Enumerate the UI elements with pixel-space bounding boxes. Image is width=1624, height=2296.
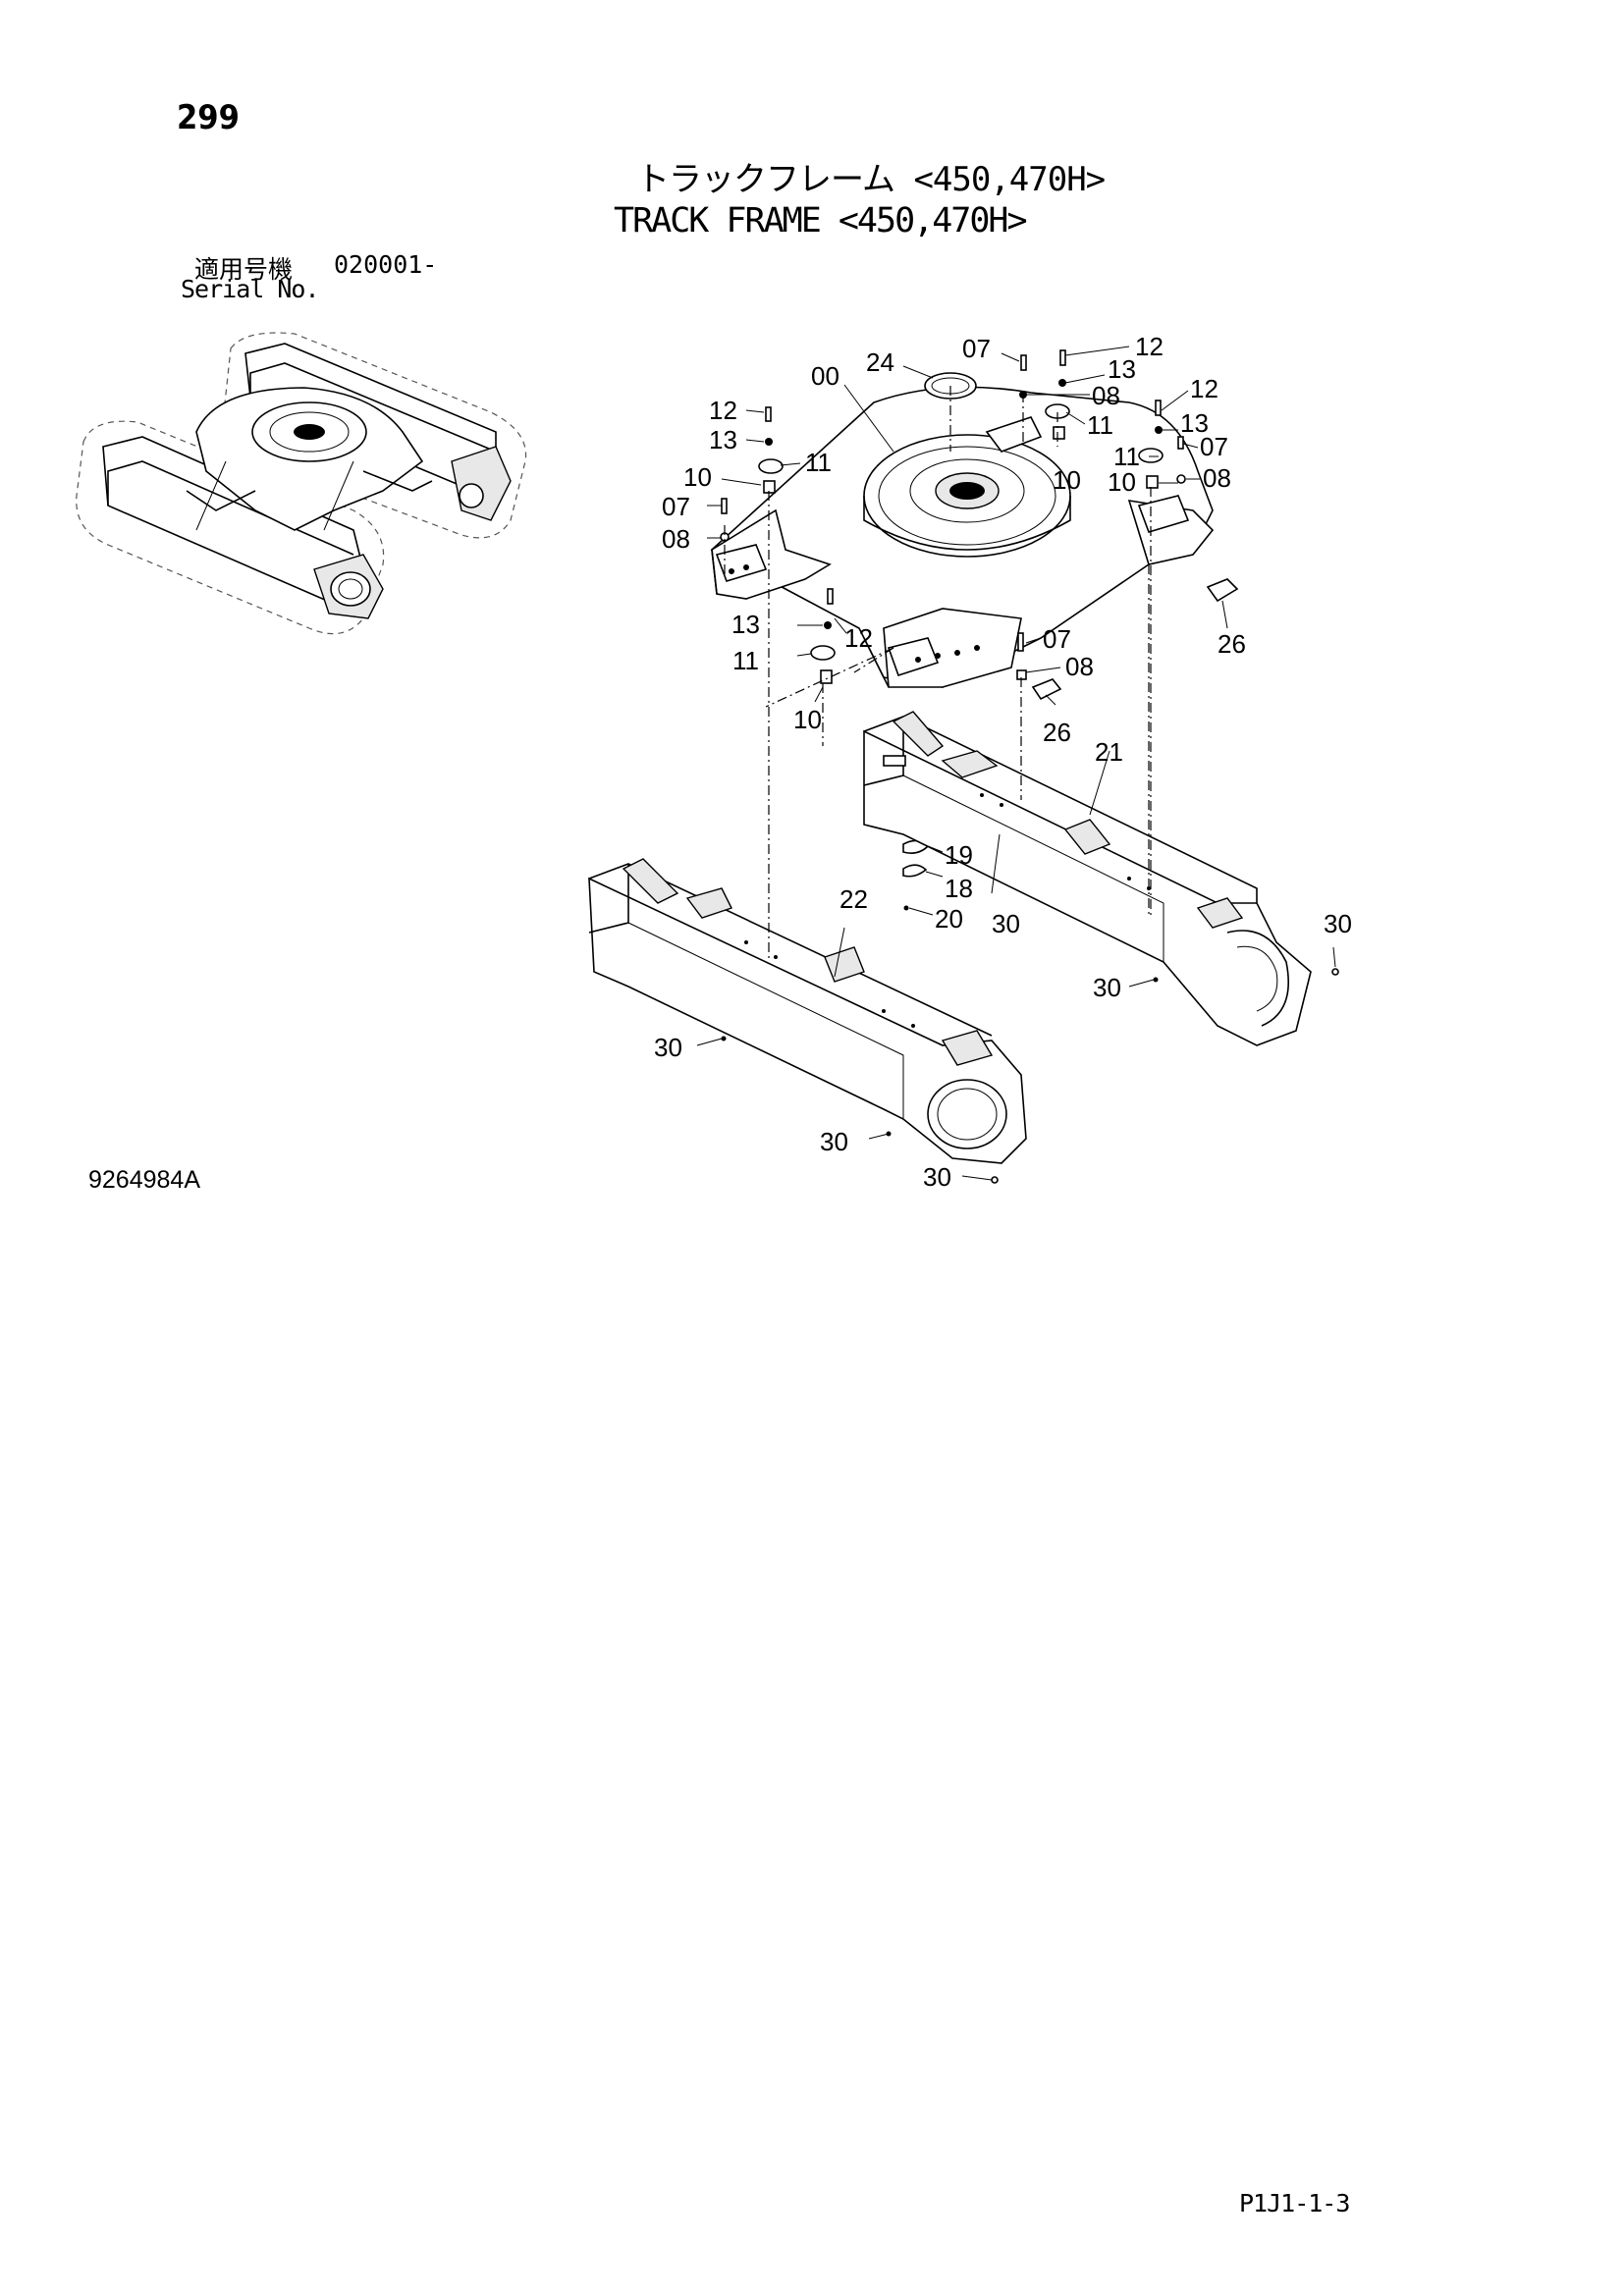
callout-07: 07 xyxy=(962,334,991,363)
callout-08: 08 xyxy=(1065,652,1094,681)
callout-30: 30 xyxy=(1324,909,1352,938)
serial-label-japanese: 適用号機 xyxy=(194,255,294,284)
callout-12: 12 xyxy=(844,623,873,653)
center-frame-part-00 xyxy=(710,386,1215,688)
callout-12: 12 xyxy=(709,396,737,425)
callout-11: 11 xyxy=(1087,410,1113,440)
page-number: 299 xyxy=(177,98,240,137)
callout-13: 13 xyxy=(1180,408,1209,438)
title-english: TRACK FRAME <450,470H> xyxy=(614,201,1028,240)
callout-18: 18 xyxy=(945,874,973,903)
serial-label-english: Serial No. xyxy=(181,275,320,303)
alignment-lines xyxy=(724,386,1152,962)
callout-10: 10 xyxy=(1108,467,1136,497)
callout-30: 30 xyxy=(654,1033,682,1062)
leader-lines xyxy=(696,346,1339,1184)
callout-08: 08 xyxy=(1203,463,1231,493)
callout-labels: 00 24 07 12 13 08 12 13 11 10 07 11 10 0… xyxy=(654,332,1352,1192)
serial-number-value: 020001- xyxy=(334,250,438,279)
callout-30: 30 xyxy=(923,1162,951,1192)
drawing-number: 9264984A xyxy=(88,1166,201,1194)
side-frame-left-part-22 xyxy=(588,858,1027,1164)
callout-30: 30 xyxy=(1093,973,1121,1002)
callout-13: 13 xyxy=(709,425,737,454)
callout-10: 10 xyxy=(683,462,712,492)
callout-10: 10 xyxy=(1053,465,1081,495)
callout-13: 13 xyxy=(731,610,760,639)
callout-07: 07 xyxy=(1200,432,1228,461)
callout-20: 20 xyxy=(935,904,963,934)
callout-30: 30 xyxy=(820,1127,848,1156)
hardware-parts xyxy=(720,349,1239,911)
callout-08: 08 xyxy=(1092,381,1120,410)
callout-11: 11 xyxy=(732,646,759,675)
callout-10: 10 xyxy=(793,705,822,734)
callout-13: 13 xyxy=(1108,354,1136,384)
callout-26: 26 xyxy=(1218,629,1246,659)
callout-24: 24 xyxy=(866,347,894,377)
callout-11: 11 xyxy=(1113,442,1140,471)
callout-00: 00 xyxy=(811,361,839,391)
callout-08: 08 xyxy=(662,524,690,554)
callout-12: 12 xyxy=(1135,332,1164,361)
callout-07: 07 xyxy=(1043,624,1071,654)
track-frame-overview-thumbnail xyxy=(76,332,527,635)
page-code: P1J1-1-3 xyxy=(1239,2189,1350,2217)
callout-07: 07 xyxy=(662,492,690,521)
callout-30: 30 xyxy=(992,909,1020,938)
callout-21: 21 xyxy=(1095,737,1123,767)
callout-19: 19 xyxy=(945,840,973,870)
callout-12: 12 xyxy=(1190,374,1218,403)
title-japanese: トラックフレーム <450,470H> xyxy=(636,160,1106,199)
callout-11: 11 xyxy=(805,448,832,477)
callout-26: 26 xyxy=(1043,718,1071,747)
side-frame-right-part-21 xyxy=(863,711,1312,1046)
callout-22: 22 xyxy=(839,884,868,914)
